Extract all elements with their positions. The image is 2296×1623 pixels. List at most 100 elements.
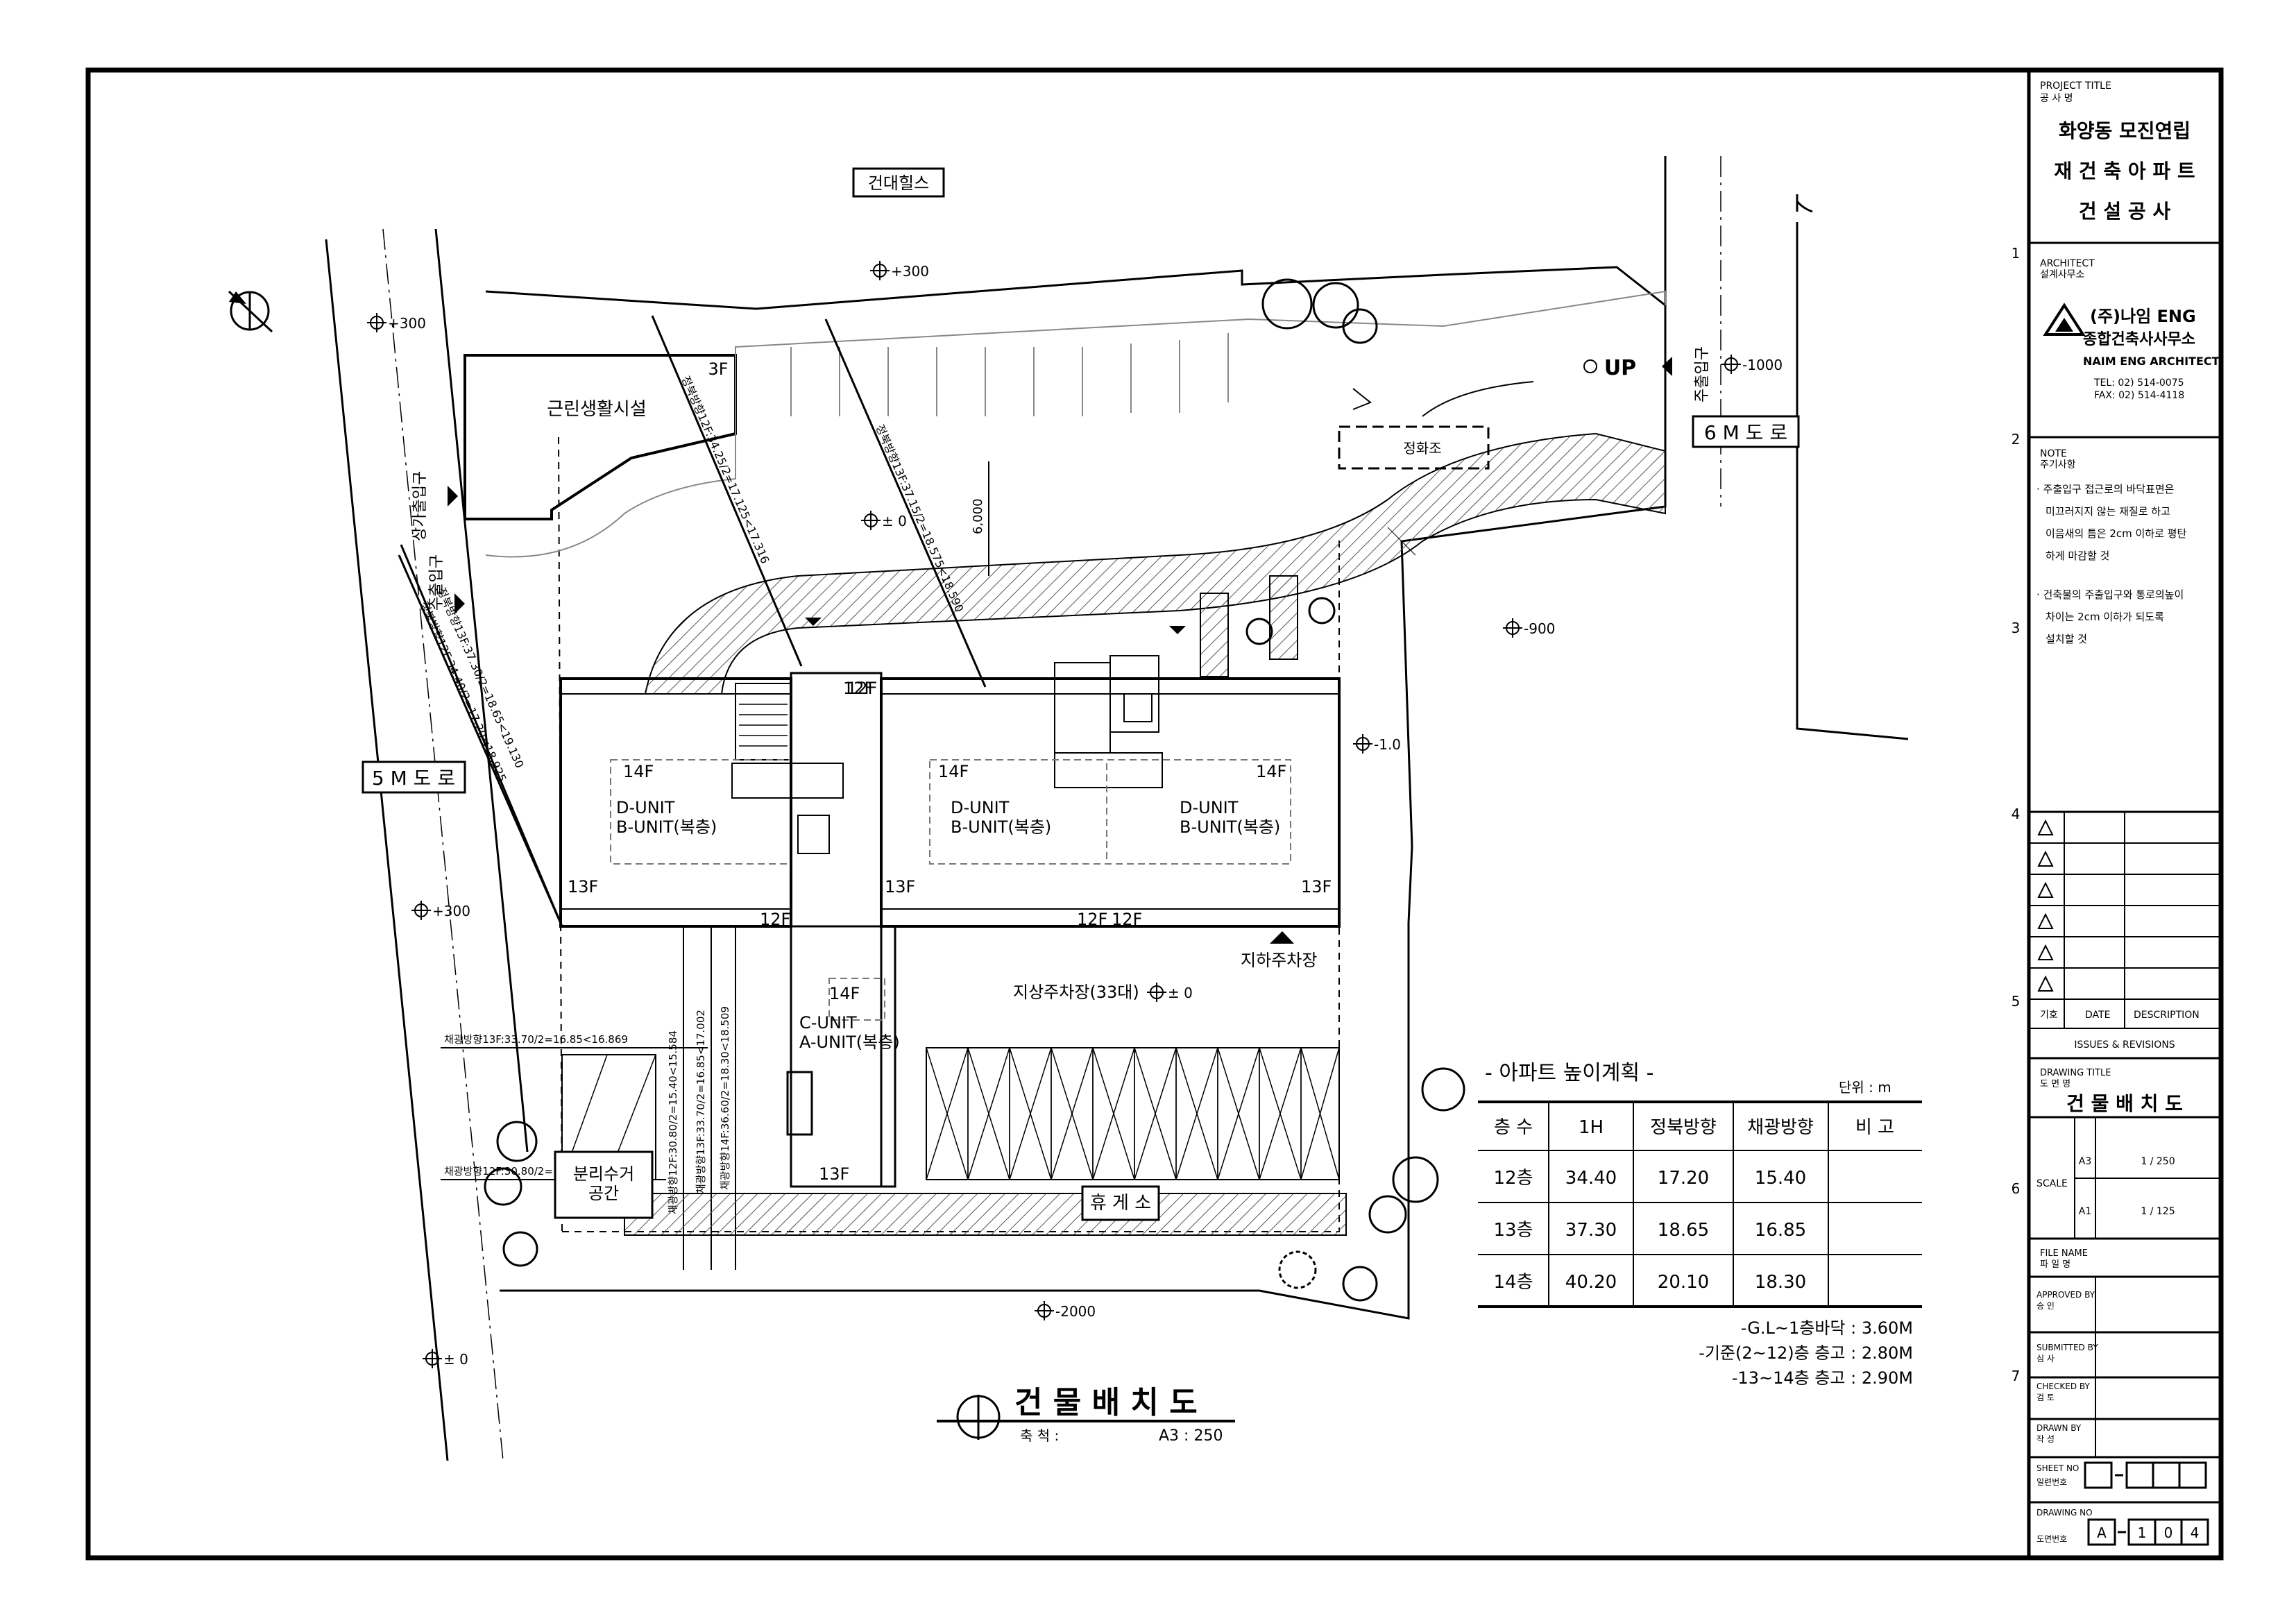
central-core <box>786 672 883 1188</box>
north-arrow-icon <box>228 290 273 333</box>
rev-header-2: DESCRIPTION <box>2134 1010 2200 1021</box>
driveway-hatch <box>644 432 1666 695</box>
neighborhood-floors: 3F <box>708 359 728 379</box>
height-plan-unit: 단위 : m <box>1839 1079 1891 1096</box>
building-east <box>880 626 1341 928</box>
unit-west-label1: D-UNIT <box>616 798 675 817</box>
setback-label-v2: 채광방향13F:33.70/2=16.85<17.002 <box>695 1010 707 1193</box>
project-line3: 건 설 공 사 <box>2079 200 2171 223</box>
recycling-label-2: 공간 <box>588 1184 619 1203</box>
height-cell: 18.30 <box>1755 1272 1806 1293</box>
rev-header-0: 기호 <box>2040 1010 2058 1021</box>
height-header-3: 채광방향 <box>1747 1117 1814 1138</box>
recycling-label: 분리수거 <box>573 1164 634 1184</box>
rest-area-label: 휴 게 소 <box>1090 1193 1151 1214</box>
scale-row: A1 <box>2079 1206 2091 1217</box>
height-cell: 34.40 <box>1565 1168 1617 1189</box>
unit-west-top: 14F <box>623 762 654 781</box>
rest-area-box <box>1081 1185 1160 1221</box>
height-header-0: 층 수 <box>1494 1117 1533 1138</box>
submitted-label: SUBMITTED BY <box>2036 1343 2098 1352</box>
underground-parking-label: 지하주차장 <box>1241 951 1317 970</box>
unit-east-12f-right: 12F <box>1112 910 1142 929</box>
unit-east-right-label1: D-UNIT <box>1180 798 1239 817</box>
septic-tank <box>1338 425 1490 470</box>
caption-scale-label: 축 척 : <box>1020 1427 1059 1444</box>
height-header-1: 1H <box>1579 1117 1604 1138</box>
parking-outline <box>485 290 1666 558</box>
firm-logo-icon <box>2043 303 2086 336</box>
surface-parking <box>561 1047 1340 1180</box>
note-label: NOTE <box>2040 448 2067 459</box>
unit-south-13f: 13F <box>819 1164 849 1184</box>
drawing-title-label: DRAWING TITLE <box>2040 1068 2111 1078</box>
west-road-centerline <box>382 228 504 1461</box>
height-cell: 37.30 <box>1565 1220 1617 1241</box>
drawing-no-label: DRAWING NO <box>2036 1508 2093 1518</box>
project-title-kr: 공 사 명 <box>2040 93 2073 104</box>
firm-en: NAIM ENG ARCHITECT <box>2083 355 2220 368</box>
checked-kr: 검 토 <box>2036 1393 2055 1402</box>
height-note-1: -기준(2~12)층 층고 : 2.80M <box>1699 1343 1913 1363</box>
road-label-east: 6 M 도 로 <box>1704 421 1787 444</box>
height-plan-title: - 아파트 높이계획 - <box>1485 1061 1653 1085</box>
grid-number: 1 <box>2012 245 2021 262</box>
caption-title: 건 물 배 치 도 <box>1014 1385 1198 1420</box>
grid-number: 3 <box>2012 620 2021 636</box>
note-line: · 주출입구 접근로의 바닥표면은 <box>2036 483 2174 495</box>
rev-header-1: DATE <box>2085 1010 2110 1021</box>
sheet-border <box>85 67 2224 1561</box>
height-cell: 20.10 <box>1658 1272 1709 1293</box>
architect-label: ARCHITECT <box>2040 258 2095 269</box>
grid-number: 7 <box>2012 1368 2021 1384</box>
height-header-2: 정북방향 <box>1650 1117 1717 1138</box>
project-line2: 재 건 축 아 파 트 <box>2054 160 2195 182</box>
accessible-parking <box>1200 575 1336 677</box>
note-line: 차이는 2cm 이하가 되도록 <box>2046 611 2164 623</box>
drawn-label: DRAWN BY <box>2036 1423 2082 1433</box>
drawing-caption: 건 물 배 치 도 축 척 : A3 : 250 <box>937 1385 1235 1445</box>
note-kr: 주기사항 <box>2040 459 2076 470</box>
wheelchair-icon <box>1245 618 1273 645</box>
note-line: · 건축물의 주출입구와 통로의높이 <box>2036 588 2184 601</box>
septic-label: 정화조 <box>1403 440 1441 457</box>
grid-number: 4 <box>2012 806 2021 822</box>
entrance-arrow-icon <box>448 486 458 507</box>
drawing-title-kr: 도 면 명 <box>2040 1079 2070 1089</box>
setback-label-v3: 채광방향14F:36.60/2=18.30<18.509 <box>719 1006 731 1190</box>
project-title-label: PROJECT TITLE <box>2040 80 2111 92</box>
level-center0: ± 0 <box>882 513 907 529</box>
drawing-no-boxes <box>2087 1518 2209 1546</box>
setback-label-v1: 채광방향12F:30.80/2=15.40<15.584 <box>667 1030 679 1214</box>
height-cell: 17.20 <box>1658 1168 1709 1189</box>
height-cell: 18.65 <box>1658 1220 1709 1241</box>
note-line: 이음새의 틈은 2cm 이하로 평탄 <box>2046 527 2186 540</box>
drawing-no-char: 1 <box>2138 1524 2147 1541</box>
west-road-edge-2 <box>434 228 529 1153</box>
site-boundary <box>485 266 1667 1320</box>
unit-east-right-label2: B-UNIT(복층) <box>1180 817 1280 837</box>
unit-west-label2: B-UNIT(복층) <box>616 817 717 837</box>
core-12f-bottom: 12F <box>843 679 874 698</box>
checked-label: CHECKED BY <box>2036 1382 2090 1391</box>
road-label-box-west <box>362 760 466 794</box>
note-line: 설치할 것 <box>2046 633 2087 645</box>
level-parking0: ± 0 <box>1168 985 1193 1001</box>
neighborhood-facility <box>464 354 737 520</box>
scale-row: 1 / 125 <box>2141 1206 2175 1217</box>
height-cell: 13층 <box>1493 1220 1533 1241</box>
unit-east-bottom-right: 13F <box>1301 877 1332 897</box>
submitted-kr: 심 사 <box>2036 1354 2055 1363</box>
issues-label: ISSUES & REVISIONS <box>2074 1039 2175 1051</box>
unit-west-12f: 12F <box>760 910 790 929</box>
level-east900: -900 <box>1524 620 1555 637</box>
unit-east-right-top: 14F <box>1256 762 1286 781</box>
east-road-curb <box>1796 222 1909 740</box>
entrance-arrow-icon <box>454 593 465 614</box>
unit-south-label2: A-UNIT(복층) <box>799 1033 900 1052</box>
height-cell: 12층 <box>1493 1168 1533 1189</box>
drawing-no-char: 4 <box>2191 1524 2200 1541</box>
firm-tel: TEL: 02) 514-0075 <box>2093 377 2184 389</box>
setback-lines <box>398 315 987 927</box>
